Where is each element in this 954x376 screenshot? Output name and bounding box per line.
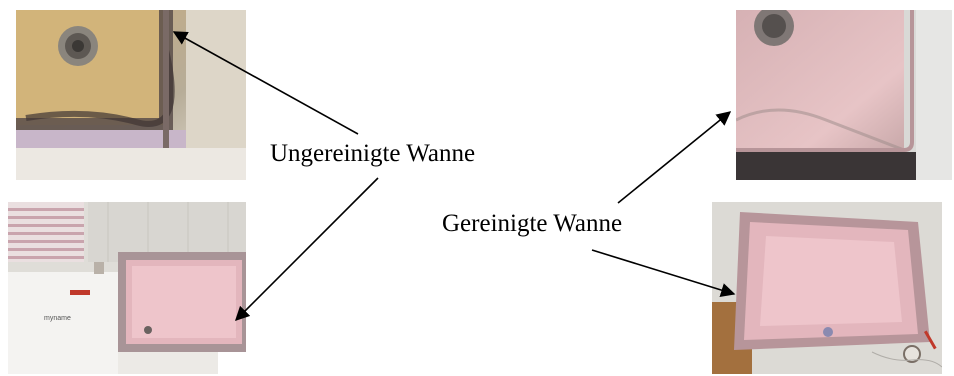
arrow-uncleaned-to-closeup [172,31,359,135]
caption-uncleaned-tub: Ungereinigte Wanne [270,140,476,167]
photo-cleaned-overview [712,202,942,374]
arrow-cleaned-to-closeup [617,111,732,204]
photo-cleaned-closeup [736,10,952,180]
uncleaned-overview-image: myname [8,202,246,374]
uncleaned-closeup-image [16,10,246,180]
radiator [8,202,84,262]
arrow-uncleaned-to-overview [234,177,379,322]
cleaned-overview-image [712,202,942,374]
arrow-cleaned-to-overview [591,249,736,298]
photo-uncleaned-closeup [16,10,246,180]
cleaned-closeup-image [736,10,952,180]
caption-cleaned-tub: Gereinigte Wanne [442,210,623,237]
photo-uncleaned-overview: myname [8,202,246,374]
floor-tag-text: myname [44,315,71,322]
